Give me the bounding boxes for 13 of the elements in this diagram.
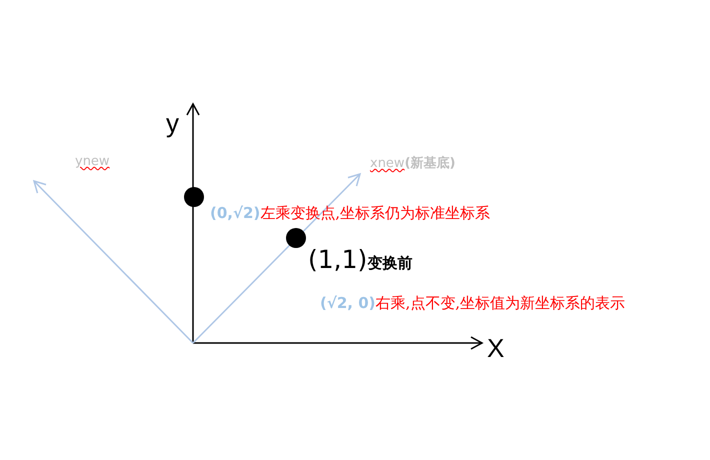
axis-note: (新基底) bbox=[404, 154, 456, 172]
point-marker bbox=[184, 187, 204, 207]
axis-label: xnew bbox=[370, 156, 405, 171]
note-text: 左乘变换点,坐标系仍为标准坐标系 bbox=[260, 204, 490, 223]
axis-label: y bbox=[166, 108, 179, 139]
axis-label: ynew bbox=[75, 154, 110, 169]
coordinate-label: (√2, 0) bbox=[320, 294, 376, 312]
coordinate-label: (1,1) bbox=[308, 245, 368, 274]
note-text: 变换前 bbox=[367, 254, 412, 273]
point-marker bbox=[286, 228, 306, 248]
axis-label: X bbox=[487, 333, 504, 364]
coordinate-label: (0,√2) bbox=[210, 204, 260, 222]
note-text: 右乘,点不变,坐标值为新坐标系的表示 bbox=[376, 294, 626, 313]
